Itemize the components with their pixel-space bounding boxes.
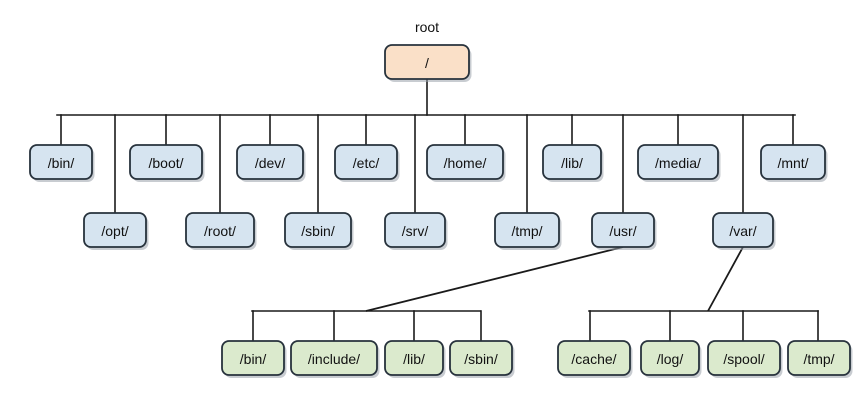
node-rect	[29, 144, 93, 180]
node-label: /root/	[204, 223, 236, 239]
node-boot-level1[interactable]: /boot/	[129, 144, 205, 182]
node-spool-under-var[interactable]: /spool/	[707, 340, 783, 378]
node-rect	[640, 340, 700, 376]
node-label: /dev/	[255, 155, 285, 171]
node-rect	[449, 340, 513, 376]
node-rect	[426, 144, 504, 180]
node-include-under-usr[interactable]: /include/	[290, 340, 380, 378]
node-dev-level1[interactable]: /dev/	[236, 144, 306, 182]
node-rect	[284, 212, 352, 248]
node-label: /lib/	[561, 155, 583, 171]
edges-layer	[56, 78, 819, 342]
node-rect	[712, 212, 774, 248]
node-mnt-level1[interactable]: /mnt/	[760, 144, 828, 182]
node-rect	[185, 212, 255, 248]
node-log-under-var[interactable]: /log/	[640, 340, 702, 378]
node-opt-level1[interactable]: /opt/	[83, 212, 149, 250]
node-rect	[83, 212, 147, 248]
node-rect	[384, 340, 444, 376]
node-label: /sbin/	[464, 351, 498, 367]
node-lib-under-usr[interactable]: /lib/	[384, 340, 446, 378]
node-bin-level1[interactable]: /bin/	[29, 144, 95, 182]
node-label: /srv/	[402, 223, 429, 239]
node-label: /usr/	[609, 223, 636, 239]
node-label: /tmp/	[511, 223, 542, 239]
nodes-layer: root/bin/ /boot/ /dev/ /etc/ /home/ /lib/ /med…	[29, 19, 853, 378]
node-label: /media/	[655, 155, 701, 171]
node-home-level1[interactable]: /home/	[426, 144, 506, 182]
node-rect	[760, 144, 826, 180]
node-label: /opt/	[101, 223, 128, 239]
node-label: /etc/	[353, 155, 380, 171]
root-caption: root	[415, 19, 439, 35]
node-rect	[236, 144, 304, 180]
node-rect	[221, 340, 285, 376]
node-root[interactable]: /	[384, 44, 472, 82]
node-rect	[707, 340, 781, 376]
node-label: /bin/	[48, 155, 75, 171]
node-label: /bin/	[240, 351, 267, 367]
node-rect	[334, 144, 398, 180]
node-sbin-level1[interactable]: /sbin/	[284, 212, 354, 250]
node-rect	[494, 212, 560, 248]
node-label: /	[425, 55, 429, 71]
node-rect	[637, 144, 719, 180]
node-srv-level1[interactable]: /srv/	[384, 212, 448, 250]
node-tmp-under-var[interactable]: /tmp/	[787, 340, 853, 378]
node-label: /tmp/	[803, 351, 834, 367]
node-rect	[787, 340, 851, 376]
node-rect	[557, 340, 631, 376]
edge-diagonal-usr	[365, 246, 624, 312]
node-label: /cache/	[571, 351, 616, 367]
node-label: /var/	[729, 223, 756, 239]
node-etc-level1[interactable]: /etc/	[334, 144, 400, 182]
node-bin-under-usr[interactable]: /bin/	[221, 340, 287, 378]
node-rect	[129, 144, 203, 180]
node-root-level1[interactable]: /root/	[185, 212, 257, 250]
node-rect	[384, 212, 446, 248]
node-label: /home/	[444, 155, 487, 171]
edge-diagonal-var	[707, 246, 744, 312]
node-usr-level1[interactable]: /usr/	[591, 212, 657, 250]
node-label: /log/	[657, 351, 684, 367]
node-rect	[542, 144, 602, 180]
node-label: /mnt/	[777, 155, 808, 171]
node-cache-under-var[interactable]: /cache/	[557, 340, 633, 378]
node-label: /sbin/	[301, 223, 335, 239]
node-label: /spool/	[723, 351, 764, 367]
node-label: /include/	[308, 351, 360, 367]
node-label: /lib/	[403, 351, 425, 367]
node-var-level1[interactable]: /var/	[712, 212, 776, 250]
node-label: /boot/	[148, 155, 183, 171]
node-media-level1[interactable]: /media/	[637, 144, 721, 182]
node-lib-level1[interactable]: /lib/	[542, 144, 604, 182]
node-sbin-under-usr[interactable]: /sbin/	[449, 340, 515, 378]
node-rect	[384, 44, 470, 80]
node-rect	[591, 212, 655, 248]
node-tmp-level1[interactable]: /tmp/	[494, 212, 562, 250]
node-rect	[290, 340, 378, 376]
